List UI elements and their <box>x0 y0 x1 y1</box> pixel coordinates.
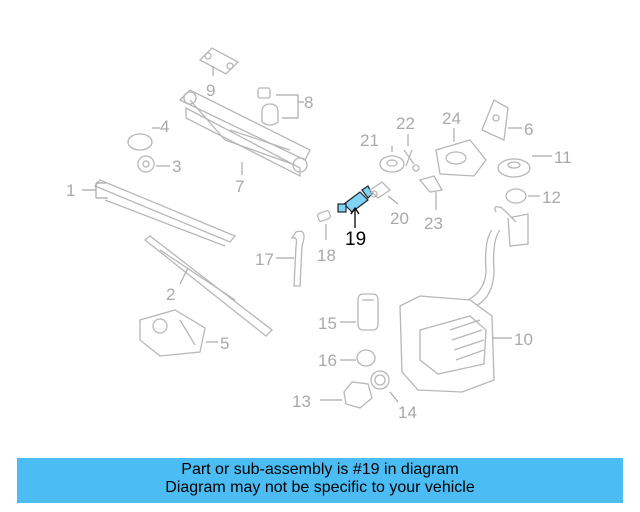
part-24-nozzle-assembly <box>435 128 487 177</box>
info-banner: Part or sub-assembly is #19 in diagram D… <box>17 458 623 503</box>
callout-22[interactable]: 22 <box>396 114 415 133</box>
part-21-grommet <box>379 146 405 173</box>
part-11-cap <box>497 155 552 178</box>
callout-16[interactable]: 16 <box>318 351 337 370</box>
callout-20[interactable]: 20 <box>390 209 409 228</box>
callout-15[interactable]: 15 <box>318 314 337 333</box>
callout-4[interactable]: 4 <box>160 117 169 136</box>
callout-17[interactable]: 17 <box>255 250 274 269</box>
callout-5[interactable]: 5 <box>220 334 229 353</box>
part-4-cap <box>127 127 160 151</box>
callout-1[interactable]: 1 <box>66 181 75 200</box>
part-19-washer-nozzle[interactable] <box>337 185 373 228</box>
callout-2[interactable]: 2 <box>166 285 175 304</box>
part-18-connector <box>316 210 332 240</box>
callout-12[interactable]: 12 <box>542 188 561 207</box>
callout-23[interactable]: 23 <box>424 214 443 233</box>
callout-24[interactable]: 24 <box>442 109 461 128</box>
callout-9[interactable]: 9 <box>206 81 215 100</box>
part-9-bracket <box>198 47 240 76</box>
part-5-wiper-motor <box>139 309 218 357</box>
part-2-wiper-arm <box>143 235 273 337</box>
callout-13[interactable]: 13 <box>292 392 311 411</box>
part-23-clip <box>418 175 444 210</box>
callout-6[interactable]: 6 <box>524 120 533 139</box>
part-16-grommet <box>340 349 376 367</box>
part-13-level-sensor <box>320 381 373 409</box>
callout-8[interactable]: 8 <box>304 93 313 112</box>
callout-11[interactable]: 11 <box>554 148 572 167</box>
banner-line-1: Part or sub-assembly is #19 in diagram <box>181 461 459 478</box>
part-8-bushings <box>257 87 304 126</box>
callout-10[interactable]: 10 <box>514 330 533 349</box>
part-7-wiper-linkage <box>178 89 311 178</box>
part-20-fitting <box>368 181 399 205</box>
callout-21[interactable]: 21 <box>360 131 379 150</box>
callout-7[interactable]: 7 <box>235 177 244 196</box>
part-15-washer-pump <box>340 293 379 331</box>
part-12-filler-cap <box>505 188 540 204</box>
callout-14[interactable]: 14 <box>398 403 417 422</box>
part-22-clip <box>403 134 420 172</box>
part-1-wiper-blade <box>82 179 237 247</box>
part-6-bracket <box>481 99 522 141</box>
part-14-seal-ring <box>370 370 399 403</box>
part-17-hose <box>276 230 305 287</box>
callout-3[interactable]: 3 <box>172 157 181 176</box>
callout-19[interactable]: 19 <box>345 229 366 250</box>
callout-18[interactable]: 18 <box>317 246 336 265</box>
banner-line-2: Diagram may not be specific to your vehi… <box>165 479 475 496</box>
part-3-nut <box>137 155 170 173</box>
part-10-washer-reservoir <box>399 206 529 393</box>
